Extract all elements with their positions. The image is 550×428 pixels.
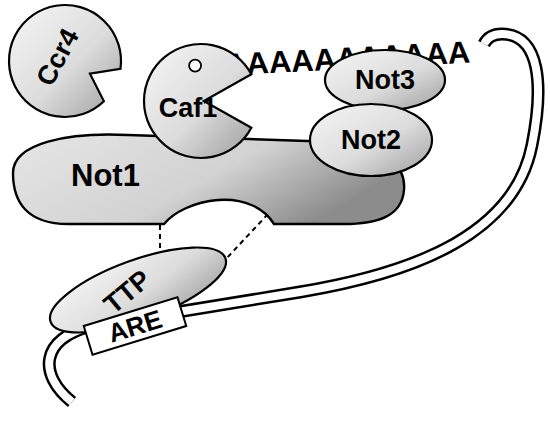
protein-ellipse: Not3 (323, 48, 447, 112)
active-site (189, 60, 201, 72)
protein-name: Not1 (71, 160, 140, 191)
protein-body (40, 230, 235, 350)
enzyme-body (144, 44, 251, 158)
protein-name: Caf1 (159, 95, 218, 122)
enzyme-circle: Caf1 (142, 42, 260, 160)
protein-name: Not2 (341, 127, 401, 154)
protein-name: Not3 (355, 67, 415, 94)
element-box (84, 297, 186, 354)
enzyme-body (9, 5, 121, 117)
protein-body (310, 104, 432, 176)
interaction-line (226, 214, 268, 259)
protein-body (325, 50, 445, 110)
protein-ellipse: Not2 (308, 102, 434, 178)
enzyme-circle: Ccr4 (7, 3, 123, 119)
